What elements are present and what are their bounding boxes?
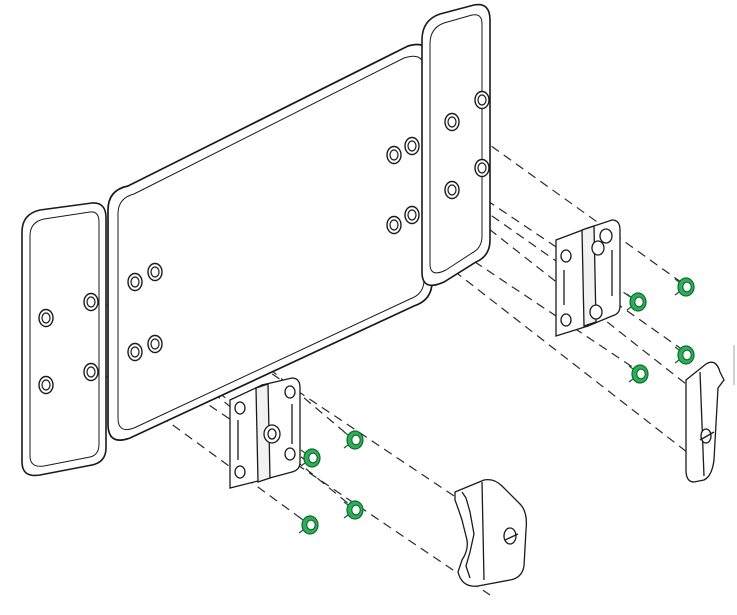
leader-line bbox=[134, 354, 491, 596]
bracket-icon bbox=[454, 478, 528, 587]
mount-hole bbox=[444, 180, 460, 200]
mount-hole bbox=[474, 90, 490, 110]
right-side-panel bbox=[421, 3, 491, 287]
mount-hole bbox=[444, 112, 460, 132]
screw-icon bbox=[298, 515, 319, 535]
mount-hole bbox=[127, 342, 143, 362]
mount-hole bbox=[38, 375, 54, 395]
mount-hole bbox=[83, 362, 99, 382]
main-panel bbox=[107, 43, 433, 441]
mount-hole bbox=[404, 205, 420, 225]
mount-hole bbox=[386, 215, 402, 235]
mount-hole bbox=[127, 272, 143, 292]
screw-icon bbox=[626, 292, 647, 312]
leader-line bbox=[454, 119, 686, 286]
screw-icon bbox=[674, 277, 695, 297]
mount-hole bbox=[386, 145, 402, 165]
screw-icon bbox=[343, 500, 364, 520]
hinge-icon bbox=[555, 219, 621, 337]
mount-hole bbox=[404, 136, 420, 156]
leader-line bbox=[99, 371, 311, 526]
mount-hole bbox=[147, 334, 163, 354]
hinge-icon bbox=[229, 377, 301, 489]
mount-hole bbox=[38, 308, 54, 328]
screw-icon bbox=[628, 364, 649, 384]
mount-hole bbox=[83, 292, 99, 312]
mount-hole bbox=[147, 262, 163, 282]
bracket-icon bbox=[685, 345, 735, 483]
screw-icon bbox=[343, 430, 364, 450]
screw-icon bbox=[300, 448, 321, 468]
mount-hole bbox=[474, 158, 490, 178]
left-side-panel bbox=[21, 202, 107, 477]
screw-icon bbox=[674, 345, 695, 365]
